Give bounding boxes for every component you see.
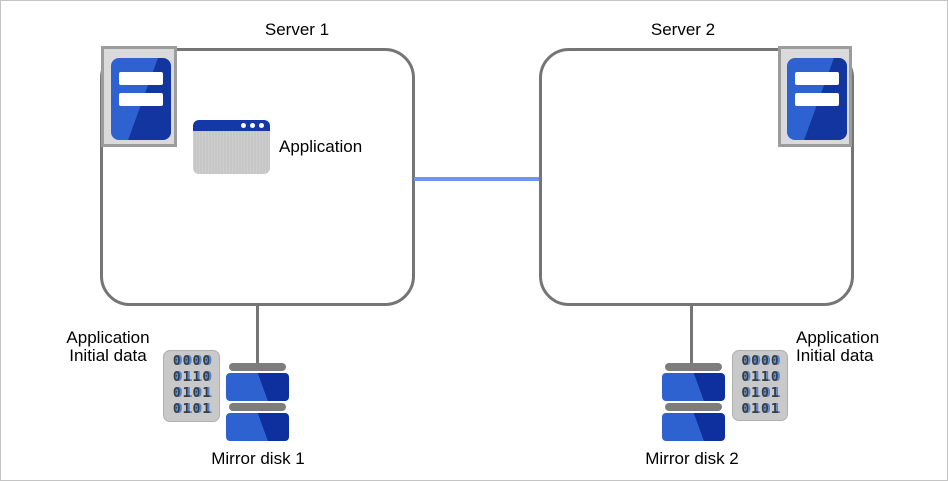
server-tower-icon [111, 58, 171, 140]
server1-disk-connector [256, 304, 259, 366]
window-buttons-icon [241, 123, 264, 128]
binary-row: 0101 [741, 385, 781, 401]
server1-title: Server 1 [264, 20, 330, 39]
server2-title: Server 2 [650, 20, 716, 39]
initial-data-label-left: Application Initial data [66, 329, 149, 365]
tower-slot-icon [119, 93, 163, 106]
binary-row: 0000 [172, 354, 213, 369]
mirror-disk-icon [226, 363, 289, 441]
disk-cap [665, 363, 722, 371]
binary-data-icon: 0000 0110 0101 0101 [163, 350, 220, 422]
binary-data-icon: 0000 0110 0101 0101 [732, 350, 788, 421]
disk-cap [665, 403, 722, 411]
binary-row: 0101 [741, 401, 781, 417]
disk-platter [226, 413, 289, 441]
mirror-disk-icon [662, 363, 725, 441]
initial-data-line1: Application [66, 328, 150, 347]
server2-disk-connector [690, 304, 693, 366]
binary-row: 0000 [741, 353, 781, 369]
binary-row: 0101 [172, 386, 213, 401]
initial-data-label-right: Application Initial data [796, 329, 879, 365]
disk-platter [226, 373, 289, 401]
initial-data-line2: Initial data [69, 346, 147, 365]
binary-row: 0110 [172, 370, 213, 385]
disk-platter [662, 373, 725, 401]
binary-row: 0101 [172, 402, 213, 417]
disk-cap [229, 403, 286, 411]
disk-platter [662, 413, 725, 441]
server-tower-icon [787, 58, 847, 140]
tower-slot-icon [795, 72, 839, 85]
tower-slot-icon [119, 72, 163, 85]
initial-data-line2: Initial data [796, 346, 874, 365]
application-window-icon [193, 120, 270, 174]
binary-row: 0110 [741, 369, 781, 385]
initial-data-line1: Application [796, 328, 880, 347]
server2-tower-icon [778, 46, 852, 147]
window-titlebar [193, 120, 270, 131]
tower-slot-icon [795, 93, 839, 106]
mirror-disk2-label: Mirror disk 2 [645, 449, 739, 468]
disk-cap [229, 363, 286, 371]
mirror-disk1-label: Mirror disk 1 [211, 449, 305, 468]
server1-tower-icon [101, 46, 177, 147]
network-link-line [414, 177, 539, 181]
application-label: Application [279, 137, 363, 156]
